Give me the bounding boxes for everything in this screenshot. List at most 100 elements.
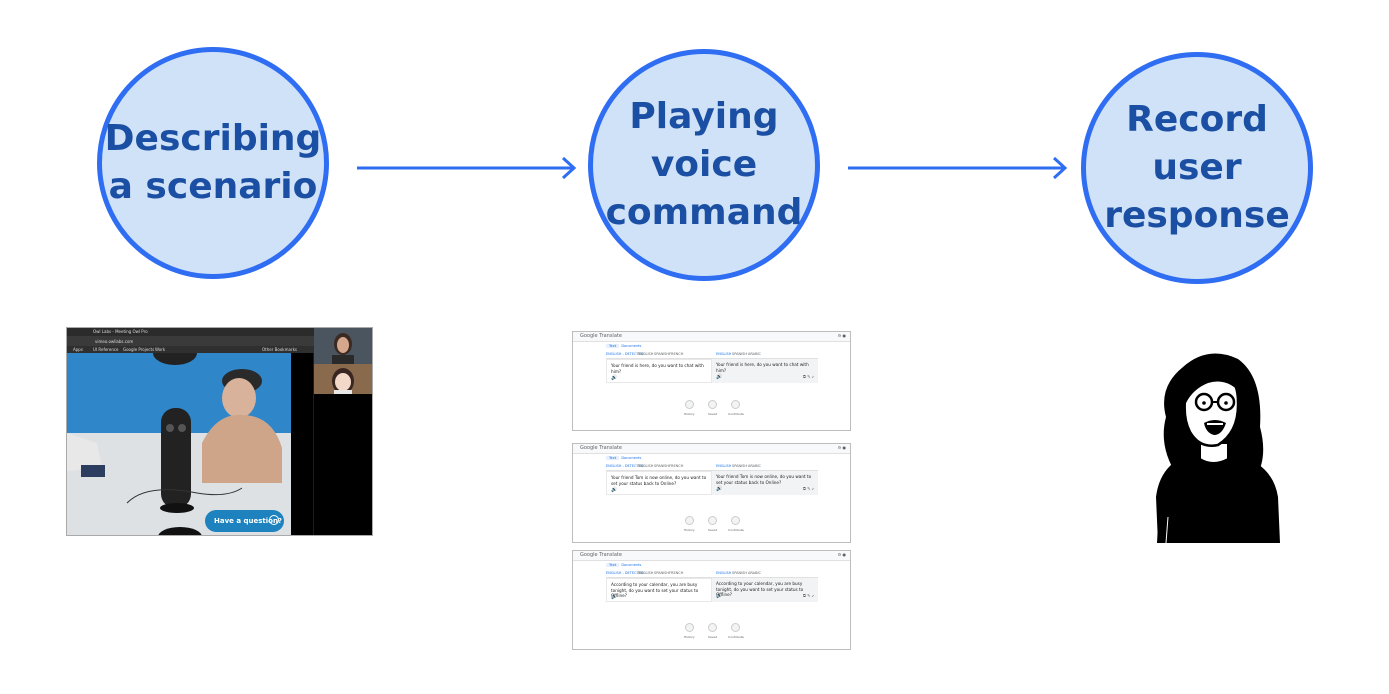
source-lang-tab[interactable]: ENGLISH - DETECTED	[606, 571, 644, 575]
target-lang-tab[interactable]: SPANISH	[732, 352, 748, 356]
have-a-question-button[interactable]: Have a question?	[205, 510, 284, 532]
source-textarea[interactable]: Your friend is here, do you want to chat…	[606, 359, 712, 383]
step-label-line: user	[1152, 147, 1242, 188]
translate-screenshot-1: Google Translate ⚙ ● Text Documents ENGL…	[572, 331, 851, 431]
language-bar: ENGLISH - DETECTED ENGLISH SPANISH FRENC…	[606, 464, 818, 471]
language-bar: ENGLISH - DETECTED ENGLISH SPANISH FRENC…	[606, 571, 818, 578]
translate-screenshot-3: Google Translate ⚙ ● Text Documents ENGL…	[572, 550, 851, 650]
copy-icon[interactable]: ⧉ ✎ ⤴	[803, 374, 814, 379]
source-lang-tab[interactable]: ENGLISH	[638, 464, 654, 468]
step-record-user-response: Record user response	[1081, 52, 1313, 284]
saved-icon[interactable]	[708, 516, 717, 525]
arrow-step1-to-step2	[357, 156, 577, 180]
history-icon[interactable]	[685, 623, 694, 632]
contribute-icon[interactable]	[731, 400, 740, 409]
target-lang-tab[interactable]: ENGLISH	[716, 352, 732, 356]
action-label: Contribute	[728, 635, 744, 639]
participant-thumbnail	[314, 328, 372, 364]
saved-icon[interactable]	[708, 400, 717, 409]
documents-mode-button[interactable]: Documents	[621, 456, 642, 460]
target-lang-tab[interactable]: ENGLISH	[716, 464, 732, 468]
meeting-scene-illustration	[67, 353, 282, 535]
memoji-avatar-icon	[332, 368, 354, 394]
target-lang-tab[interactable]: ENGLISH	[716, 571, 732, 575]
target-lang-tab[interactable]: ARABIC	[748, 571, 761, 575]
browser-titlebar: Owl Labs - Meeting Owl Pro	[67, 328, 314, 336]
source-textarea[interactable]: Your friend Tom is now online, do you wa…	[606, 471, 712, 495]
source-lang-tab[interactable]: FRENCH	[669, 571, 684, 575]
action-label: Saved	[708, 412, 718, 416]
text-mode-button[interactable]: Text	[606, 563, 620, 567]
chat-bubble-icon	[269, 515, 279, 525]
translation-output: Your friend Tom is now online, do you wa…	[712, 471, 818, 495]
action-label: History	[684, 412, 695, 416]
target-lang-tab[interactable]: ARABIC	[748, 464, 761, 468]
documents-mode-button[interactable]: Documents	[621, 563, 642, 567]
source-lang-tab[interactable]: FRENCH	[669, 352, 684, 356]
step-label-line: command	[605, 192, 803, 233]
step-label-line: a scenario	[108, 166, 318, 207]
target-lang-tab[interactable]: SPANISH	[732, 571, 748, 575]
speaker-icon[interactable]: 🔊	[716, 593, 723, 599]
history-icon[interactable]	[685, 516, 694, 525]
text-mode-button[interactable]: Text	[606, 344, 620, 348]
account-avatar-icon[interactable]: ⚙ ●	[837, 552, 846, 557]
step-label-line: Describing	[104, 118, 322, 159]
account-avatar-icon[interactable]: ⚙ ●	[837, 445, 846, 450]
action-label: Contribute	[728, 528, 744, 532]
contribute-icon[interactable]	[731, 623, 740, 632]
action-label: Saved	[708, 635, 718, 639]
step-playing-voice-command: Playing voice command	[588, 49, 820, 281]
speaker-icon[interactable]: 🔊	[716, 486, 723, 492]
source-textarea[interactable]: According to your calendar, you are busy…	[606, 578, 712, 602]
speaker-icon[interactable]: 🔊	[611, 375, 618, 381]
bookmark-item: Apps	[73, 347, 83, 352]
source-text: Your friend Tom is now online, do you wa…	[611, 475, 707, 486]
target-lang-tab[interactable]: SPANISH	[732, 464, 748, 468]
history-icon[interactable]	[685, 400, 694, 409]
account-avatar-icon[interactable]: ⚙ ●	[837, 333, 846, 338]
translated-text: Your friend Tom is now online, do you wa…	[716, 474, 812, 485]
browser-url: vimeo.owllabs.com	[95, 339, 134, 344]
source-lang-tab[interactable]: FRENCH	[669, 464, 684, 468]
step-describing-scenario: Describing a scenario	[97, 47, 329, 279]
documents-mode-button[interactable]: Documents	[621, 344, 642, 348]
translation-output: According to your calendar, you are busy…	[712, 578, 818, 602]
source-lang-tab[interactable]: ENGLISH - DETECTED	[606, 352, 644, 356]
user-speaking-illustration	[1156, 353, 1280, 543]
source-lang-tab[interactable]: ENGLISH	[638, 352, 654, 356]
saved-icon[interactable]	[708, 623, 717, 632]
source-lang-tab[interactable]: SPANISH	[654, 571, 670, 575]
translated-text: According to your calendar, you are busy…	[716, 581, 804, 597]
have-a-question-label: Have a question?	[214, 517, 282, 525]
app-name: Google Translate	[580, 445, 622, 451]
bookmark-item: Work	[155, 347, 166, 352]
bookmark-item: Other Bookmarks	[262, 347, 297, 352]
bookmark-item: UI Reference	[93, 347, 119, 352]
translation-output: Your friend is here, do you want to chat…	[712, 359, 818, 383]
target-lang-tab[interactable]: ARABIC	[748, 352, 761, 356]
action-label: History	[684, 635, 695, 639]
speaker-icon[interactable]: 🔊	[716, 374, 723, 380]
speaker-icon[interactable]: 🔊	[611, 594, 618, 600]
copy-icon[interactable]: ⧉ ✎ ⤴	[803, 486, 814, 491]
app-name: Google Translate	[580, 333, 622, 339]
copy-icon[interactable]: ⧉ ✎ ⤴	[803, 593, 814, 598]
step-label-line: response	[1104, 195, 1290, 236]
action-label: Contribute	[728, 412, 744, 416]
source-lang-tab[interactable]: SPANISH	[654, 464, 670, 468]
source-lang-tab[interactable]: ENGLISH	[638, 571, 654, 575]
step-label-line: Record	[1126, 99, 1268, 140]
source-lang-tab[interactable]: ENGLISH - DETECTED	[606, 464, 644, 468]
speaker-icon[interactable]: 🔊	[611, 487, 618, 493]
translate-screenshot-2: Google Translate ⚙ ● Text Documents ENGL…	[572, 443, 851, 543]
arrow-step2-to-step3	[848, 156, 1068, 180]
browser-urlbar: vimeo.owllabs.com	[67, 336, 314, 346]
browser-bookmarks-bar: Apps UI Reference Google Projects Work O…	[67, 346, 314, 353]
text-mode-button[interactable]: Text	[606, 456, 620, 460]
browser-tab-title: Owl Labs - Meeting Owl Pro	[93, 329, 148, 334]
video-call-screenshot: Owl Labs - Meeting Owl Pro vimeo.owllabs…	[66, 327, 373, 536]
source-lang-tab[interactable]: SPANISH	[654, 352, 670, 356]
app-name: Google Translate	[580, 552, 622, 558]
contribute-icon[interactable]	[731, 516, 740, 525]
